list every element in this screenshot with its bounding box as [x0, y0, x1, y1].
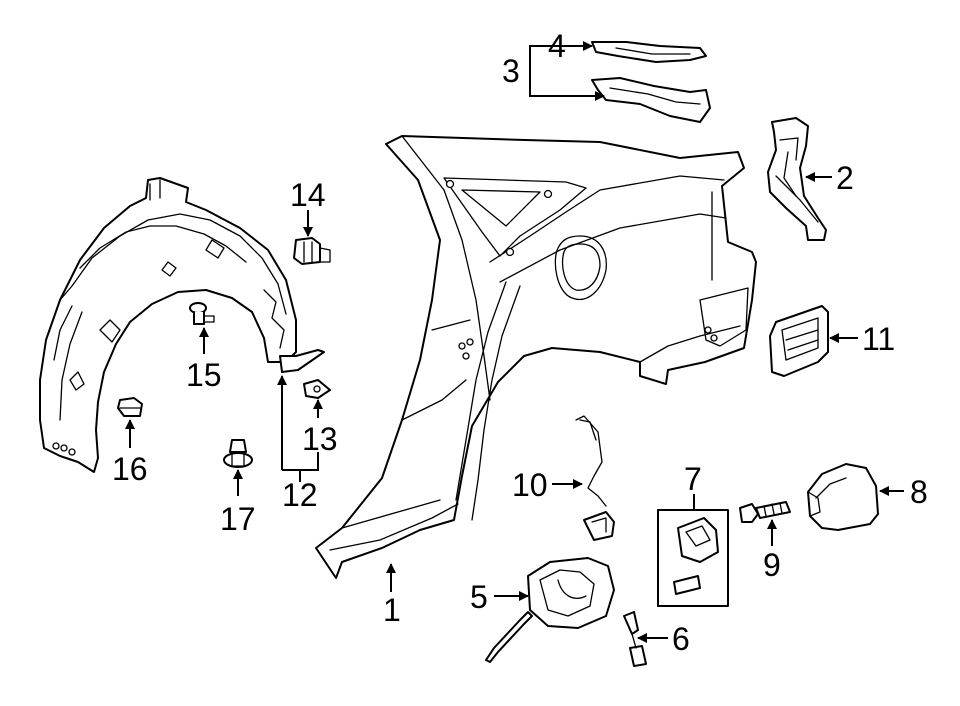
- fuel-filler-housing: [485, 557, 615, 663]
- fender-liner: [39, 177, 297, 473]
- callout-10: 10: [512, 467, 548, 503]
- callout-5: 5: [470, 579, 488, 615]
- quarter-panel: [315, 135, 757, 579]
- wire-harness: [575, 415, 615, 541]
- callout-2: 2: [836, 160, 854, 196]
- nut-13: [303, 379, 331, 399]
- callout-4: 4: [548, 28, 566, 64]
- bolt-9: [739, 501, 791, 523]
- callout-12: 12: [282, 477, 318, 513]
- callout-13: 13: [302, 421, 338, 457]
- leader-lines: [125, 41, 904, 643]
- reinforcement-lower: [591, 77, 711, 123]
- fuel-door: [807, 463, 879, 531]
- reinforcement-upper: [591, 41, 707, 63]
- grommet-17: [223, 439, 253, 468]
- quarter-inner-bracket: [767, 117, 827, 241]
- clip-6: [623, 611, 647, 667]
- callout-8: 8: [910, 474, 928, 510]
- callout-15: 15: [186, 357, 222, 393]
- callout-14: 14: [290, 177, 326, 213]
- callout-6: 6: [672, 621, 690, 657]
- liner-clip-14: [293, 237, 331, 265]
- callout-3: 3: [502, 53, 520, 89]
- liner-bracket-12: [279, 349, 325, 373]
- callout-11: 11: [862, 321, 895, 357]
- callout-17: 17: [220, 501, 256, 537]
- fuel-door-housing: [769, 305, 829, 377]
- callout-1: 1: [383, 592, 401, 628]
- push-clip-15: [189, 302, 215, 325]
- callout-labels: 1 2 3 4 5 6 7 8 9 10 11 12 13 14 15 16 1…: [112, 28, 928, 657]
- callout-9: 9: [763, 547, 781, 583]
- callout-7: 7: [684, 461, 702, 497]
- bolt-16: [117, 397, 143, 417]
- fuel-lock-kit-box: [657, 509, 729, 607]
- callout-16: 16: [112, 451, 148, 487]
